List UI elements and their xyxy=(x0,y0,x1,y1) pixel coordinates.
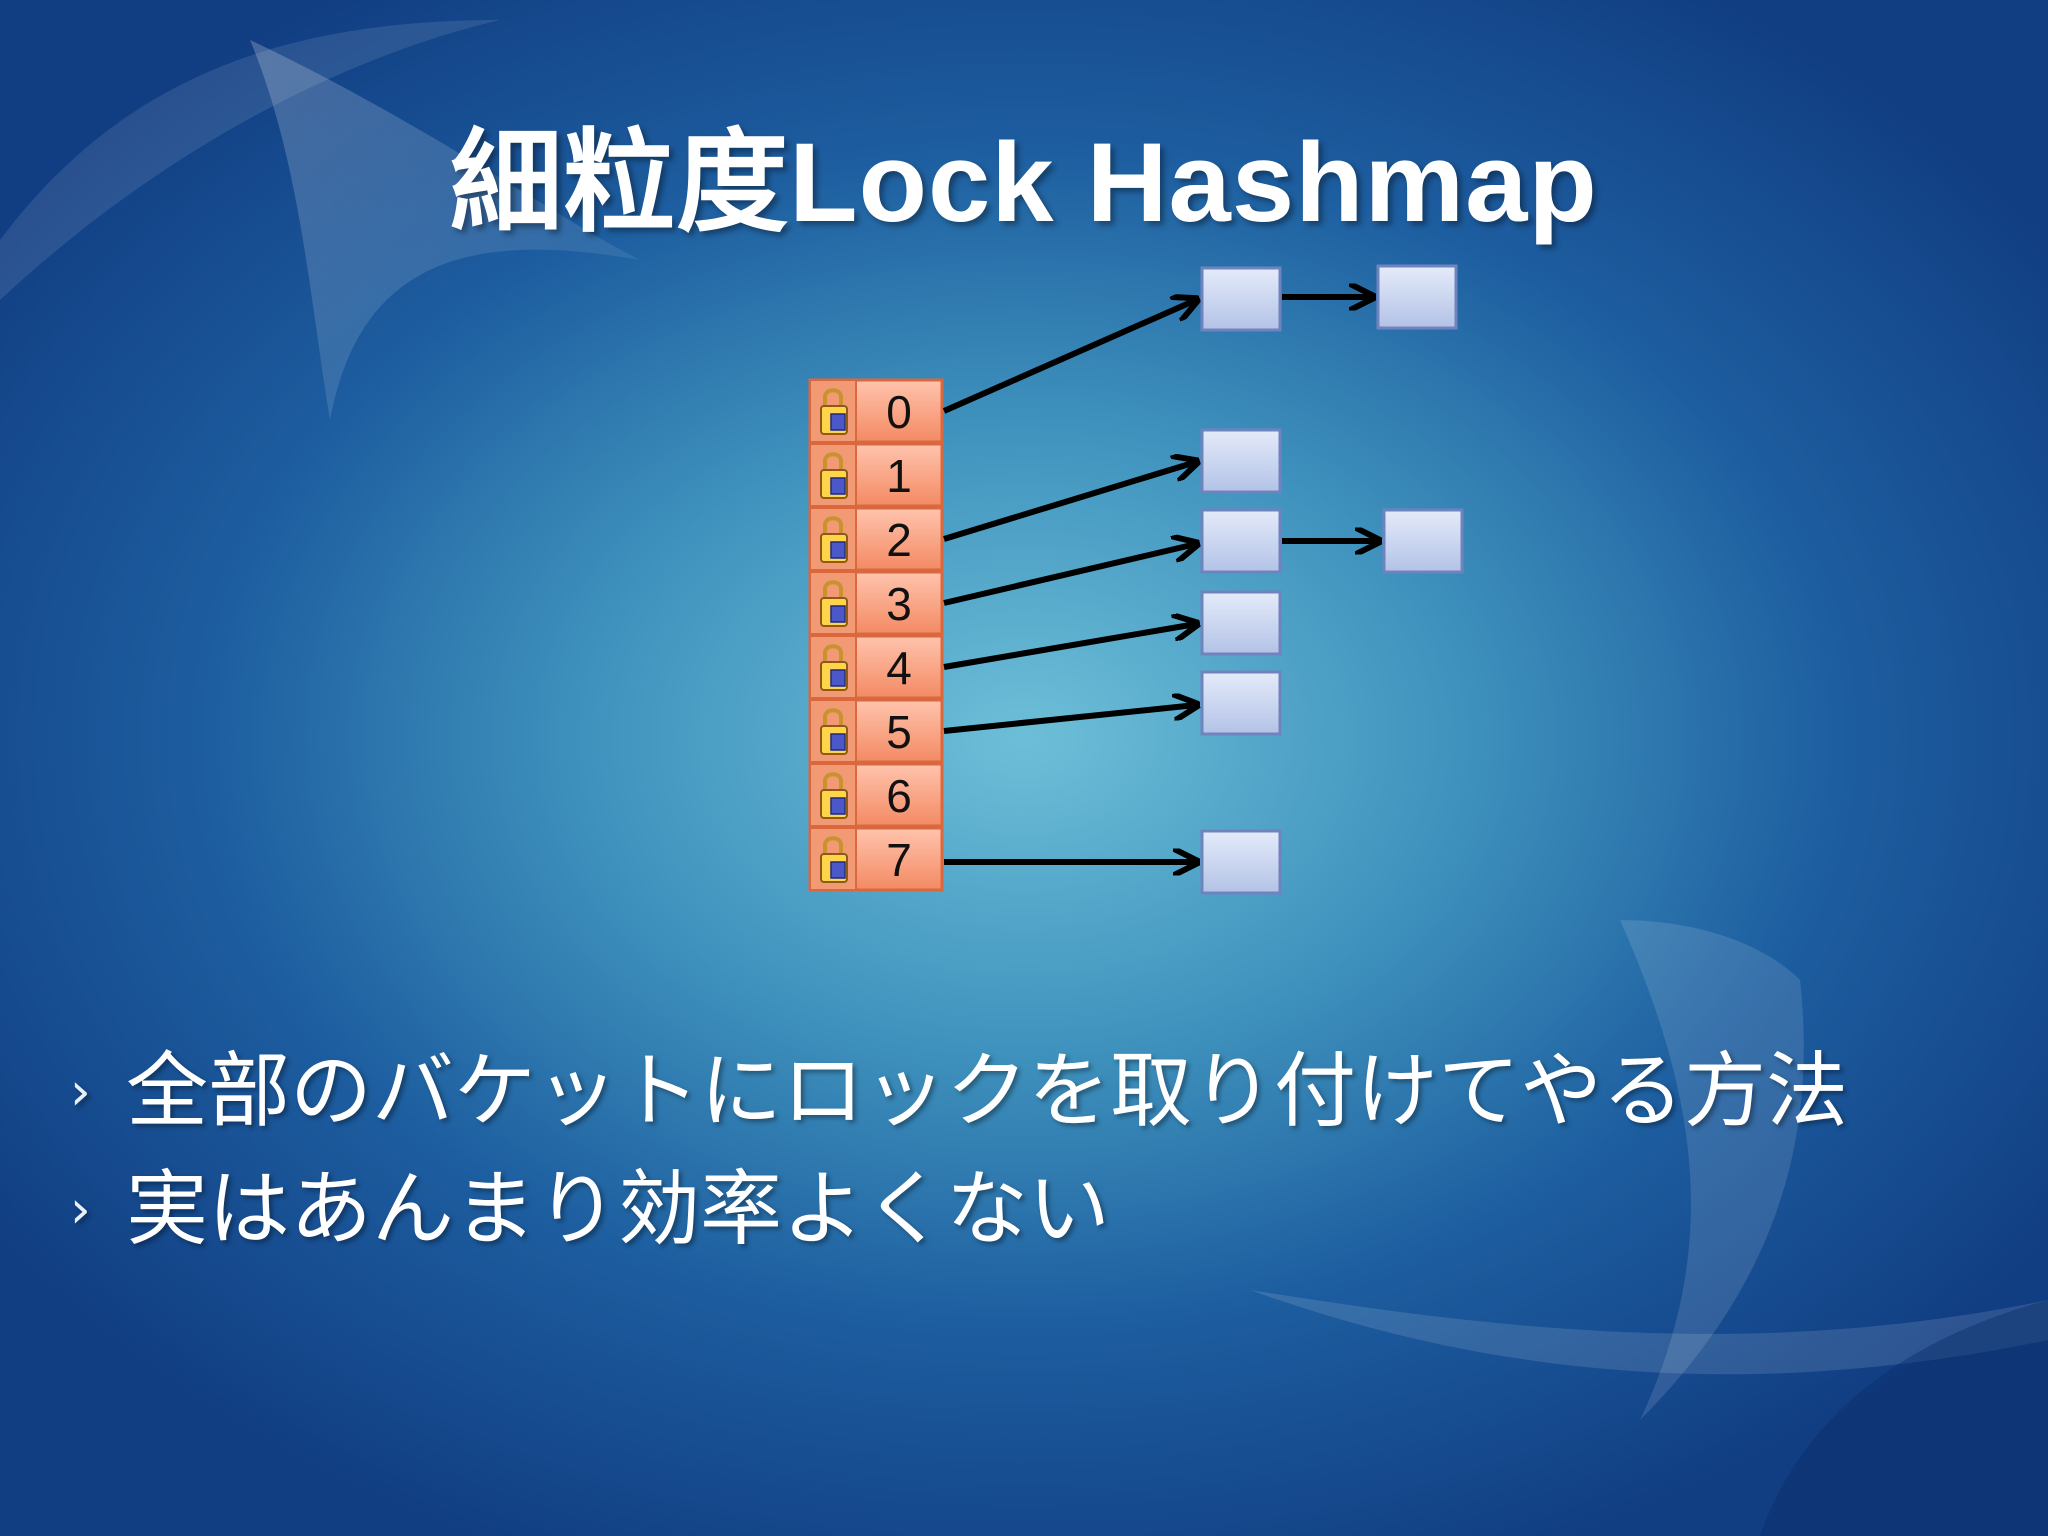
bucket-4: 4 xyxy=(808,634,944,700)
bucket-7: 7 xyxy=(808,826,944,892)
node-b7-1 xyxy=(1200,829,1282,895)
node-b0-2 xyxy=(1376,264,1458,330)
bullet-chevron-icon: › xyxy=(70,1062,91,1122)
list-nodes xyxy=(1200,264,1464,895)
padlock-icon xyxy=(820,388,848,435)
slide-title: 細粒度Lock Hashmap xyxy=(450,120,1598,245)
padlock-icon xyxy=(820,644,848,691)
arrow-bucket-0 xyxy=(942,300,1196,414)
bullet-chevron-icon: › xyxy=(70,1180,91,1240)
node-b0-1 xyxy=(1200,266,1282,332)
padlock-icon xyxy=(820,836,848,883)
arrow-bucket-4 xyxy=(943,624,1196,670)
bucket-index: 7 xyxy=(886,834,912,886)
bucket-6: 6 xyxy=(808,762,944,828)
bucket-index: 6 xyxy=(886,770,912,822)
padlock-icon xyxy=(820,452,848,499)
node-b3-2 xyxy=(1382,508,1464,574)
padlock-icon xyxy=(820,580,848,627)
pointer-arrows xyxy=(942,297,1378,862)
node-b2-1 xyxy=(1200,428,1282,494)
bucket-1: 1 xyxy=(808,442,944,508)
bucket-array: 0 1 2 xyxy=(808,378,944,892)
bucket-0: 0 xyxy=(808,378,944,444)
node-b5-1 xyxy=(1200,670,1282,736)
arrow-bucket-3 xyxy=(943,544,1196,606)
bucket-5: 5 xyxy=(808,698,944,764)
bullet-list: › 全部のバケットにロックを取り付けてやる方法 › 実はあんまり効率よくない xyxy=(70,1040,1970,1276)
bucket-2: 2 xyxy=(808,506,944,572)
bucket-index: 5 xyxy=(886,706,912,758)
node-b4-1 xyxy=(1200,590,1282,656)
padlock-icon xyxy=(820,516,848,563)
padlock-icon xyxy=(820,708,848,755)
bucket-index: 2 xyxy=(886,514,912,566)
bucket-index: 0 xyxy=(886,386,912,438)
bucket-index: 3 xyxy=(886,578,912,630)
bullet-text: 実はあんまり効率よくない xyxy=(126,1162,1111,1257)
bucket-index: 4 xyxy=(886,642,912,694)
arrow-bucket-5 xyxy=(943,705,1196,734)
bucket-3: 3 xyxy=(808,570,944,636)
bullet-item: › 実はあんまり効率よくない xyxy=(70,1158,1970,1262)
node-b3-1 xyxy=(1200,508,1282,574)
arrow-bucket-2 xyxy=(943,462,1196,542)
bullet-item: › 全部のバケットにロックを取り付けてやる方法 xyxy=(70,1040,1970,1144)
padlock-icon xyxy=(820,772,848,819)
bucket-index: 1 xyxy=(886,450,912,502)
bullet-text: 全部のバケットにロックを取り付けてやる方法 xyxy=(126,1044,1849,1139)
